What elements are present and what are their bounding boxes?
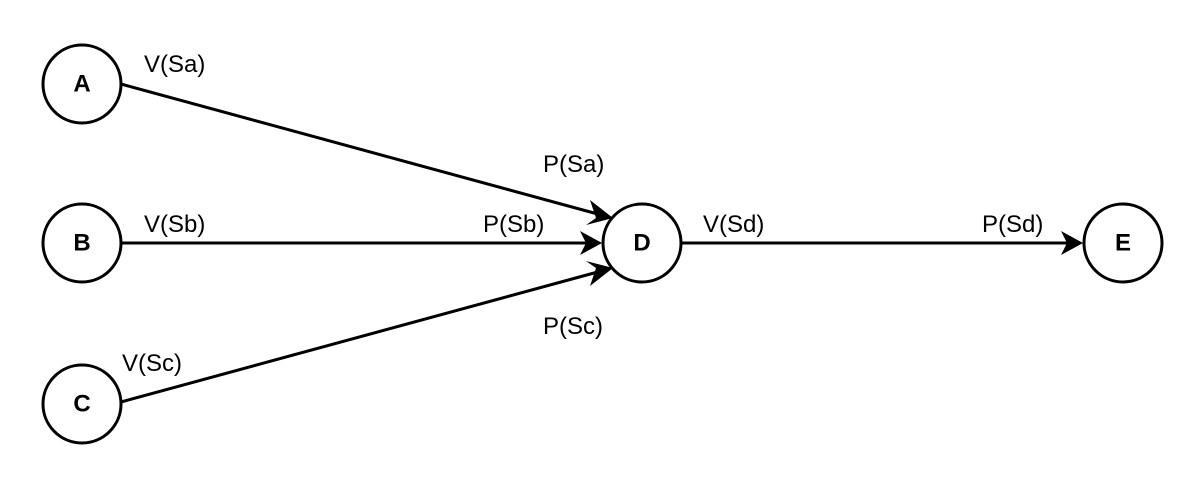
- node-e: E: [1082, 202, 1164, 284]
- edge-d-source-label: V(Sd): [703, 211, 764, 238]
- edge-d-to-e: [682, 231, 1083, 255]
- edge-b-source-label: V(Sb): [144, 211, 205, 238]
- node-c: C: [41, 363, 123, 445]
- edge-c-to-d-line: [120, 268, 606, 404]
- node-a: A: [41, 43, 123, 125]
- node-c-label: C: [73, 391, 90, 418]
- edge-b-to-d: [121, 231, 602, 255]
- edge-a-to-d: [120, 82, 613, 225]
- node-d: D: [601, 202, 683, 284]
- edge-a-target-label: P(Sa): [543, 151, 604, 178]
- node-e-label: E: [1115, 230, 1131, 257]
- edge-a-to-d-arrowhead: [586, 200, 613, 225]
- edge-b-to-d-arrowhead: [580, 231, 602, 255]
- edge-c-to-d-arrowhead: [586, 261, 613, 286]
- edge-c-target-label: P(Sc): [543, 313, 603, 340]
- edge-a-to-d-line: [120, 82, 606, 218]
- edge-d-target-label: P(Sd): [982, 211, 1043, 238]
- edge-d-to-e-arrowhead: [1061, 231, 1083, 255]
- edge-b-target-label: P(Sb): [483, 211, 544, 238]
- node-b: B: [41, 202, 123, 284]
- edge-c-source-label: V(Sc): [122, 350, 182, 377]
- edge-a-source-label: V(Sa): [144, 51, 205, 78]
- edge-c-to-d: [120, 261, 613, 404]
- node-a-label: A: [73, 71, 90, 98]
- node-d-label: D: [633, 230, 650, 257]
- node-b-label: B: [73, 230, 90, 257]
